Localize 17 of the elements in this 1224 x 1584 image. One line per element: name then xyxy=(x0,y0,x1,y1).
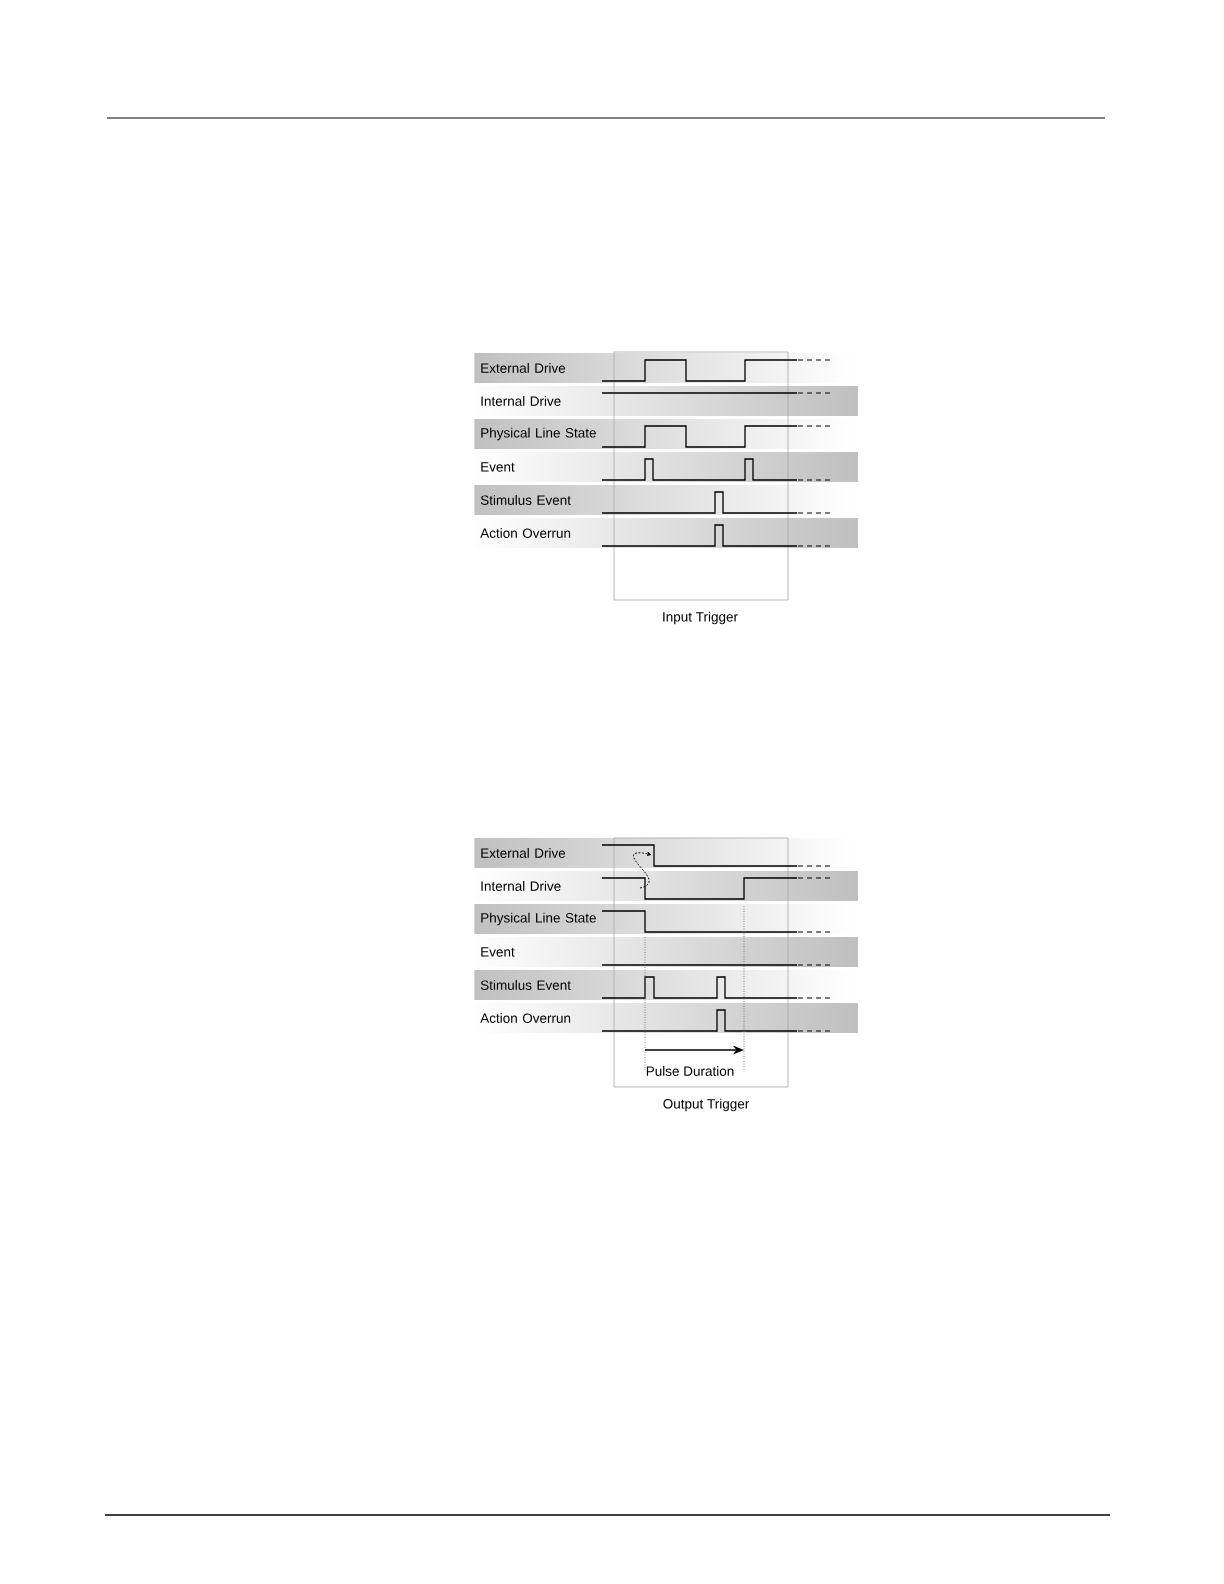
trigger-window xyxy=(613,351,789,601)
diagram-caption: Output Trigger xyxy=(663,1098,750,1112)
signal-row: Stimulus Event xyxy=(480,495,571,505)
signal-row: Event xyxy=(481,462,515,472)
signal-row: External Drive xyxy=(481,363,566,373)
signal-row: Stimulus Event xyxy=(480,980,571,990)
signal-row: Action Overrun xyxy=(480,528,571,538)
signal-row: Action Overrun xyxy=(480,1013,571,1023)
dimension-label: Pulse Duration xyxy=(646,1066,734,1076)
signal-row: Physical Line State xyxy=(481,427,596,441)
signal-row: Physical Line State xyxy=(481,912,596,926)
signal-row: Internal Drive xyxy=(481,396,561,406)
trigger-window xyxy=(613,837,789,1088)
diagram-caption: Input Trigger xyxy=(663,611,738,625)
signal-row: External Drive xyxy=(481,848,566,858)
signal-row: Internal Drive xyxy=(481,881,561,891)
signal-row: Event xyxy=(481,947,515,957)
